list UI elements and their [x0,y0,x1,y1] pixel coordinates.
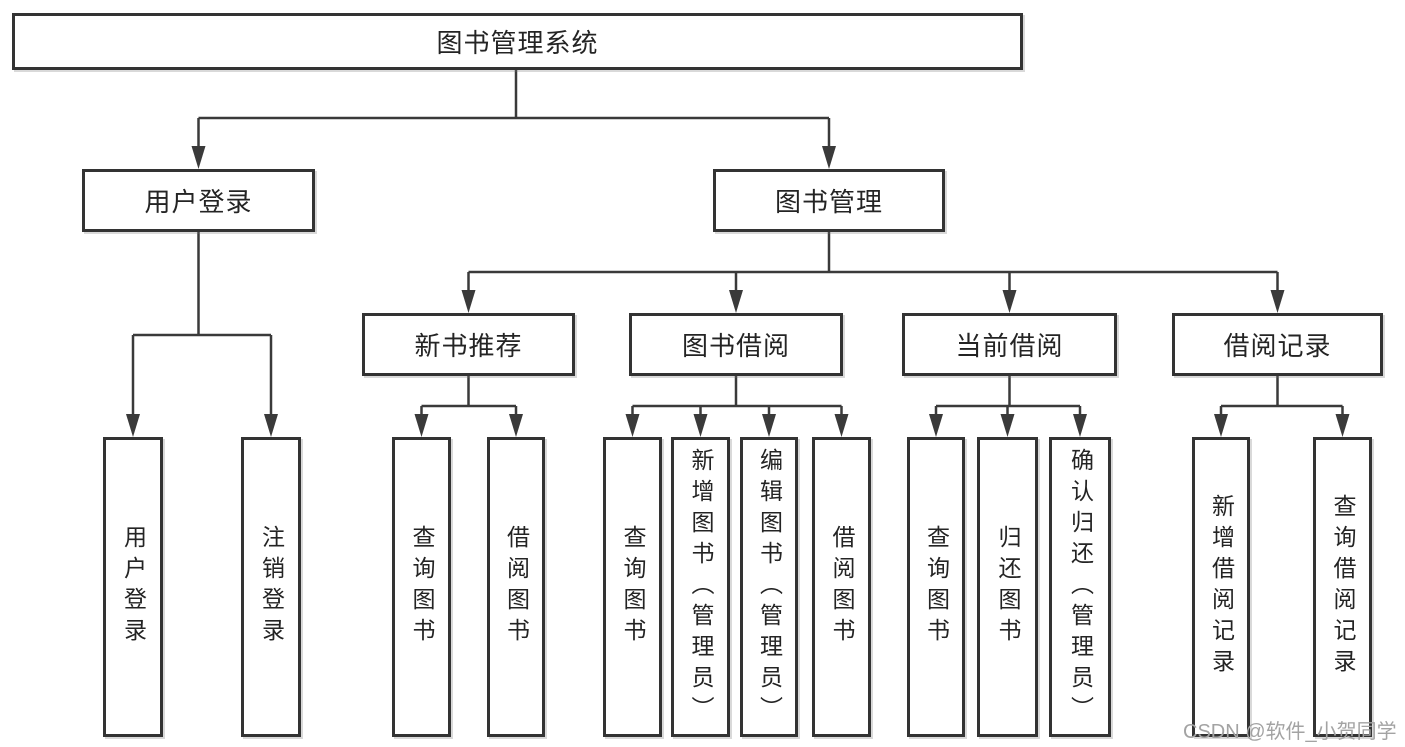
node-current-borrowing: 当前借阅 [902,313,1117,376]
node-new-book-recommendation: 新书推荐 [362,313,575,376]
leaf-label: 查询借阅记录 [1330,494,1356,680]
leaf-label: 借阅图书 [503,525,530,649]
arrowhead [834,414,849,437]
leaf-label: 查询图书 [923,525,950,649]
watermark-csdn: CSDN @软件_小贺同学 [1183,721,1397,743]
connector-user-login [131,232,273,420]
leaf-label: 归还图书 [995,525,1021,649]
arrowhead [929,414,943,437]
leaf-label: 编辑图书（管理员） [756,447,783,727]
arrowhead [729,290,743,313]
leaf-label: 查询图书 [620,525,646,649]
arrowhead [191,146,206,169]
arrowhead [264,414,278,437]
connector-borrowing-records [1219,376,1344,420]
arrowhead [1000,414,1015,437]
leaf-borrow-books-1: 借阅图书 [487,437,545,737]
leaf-query-borrow-record: 查询借阅记录 [1313,437,1372,737]
arrowhead [625,414,640,437]
arrowhead [509,414,523,437]
node-borrowing-records: 借阅记录 [1172,313,1383,376]
leaf-query-books-3: 查询图书 [907,437,965,737]
arrowhead [461,290,476,313]
arrowhead [1214,414,1228,437]
leaf-label: 新增图书（管理员） [688,447,714,727]
leaf-label: 用户登录 [120,525,147,649]
leaf-label: 查询图书 [409,525,435,649]
node-book-management: 图书管理 [713,169,945,232]
leaf-user-login: 用户登录 [103,437,163,737]
arrowhead [414,414,429,437]
leaf-edit-book-admin: 编辑图书（管理员） [740,437,798,737]
connector-current-borrowing [934,376,1082,420]
leaf-query-books-2: 查询图书 [603,437,662,737]
connector-book-borrowing [631,376,843,420]
leaf-borrow-books-2: 借阅图书 [812,437,871,737]
node-book-borrowing: 图书借阅 [629,313,843,376]
leaf-label: 注销登录 [258,525,285,649]
arrowhead [126,414,140,437]
arrowhead [1270,290,1285,313]
node-library-management-system: 图书管理系统 [12,13,1023,70]
leaf-confirm-return-admin: 确认归还（管理员） [1049,437,1111,737]
connector-new-book-recommendation [420,376,518,420]
arrowhead [1073,414,1087,437]
arrowhead [762,414,776,437]
connector-book-management [467,232,1279,295]
connector-root [197,70,831,152]
leaf-logout: 注销登录 [241,437,301,737]
leaf-label: 借阅图书 [829,525,855,649]
arrowhead [693,414,708,437]
node-user-login: 用户登录 [82,169,315,232]
leaf-query-books-1: 查询图书 [392,437,451,737]
leaf-label: 新增借阅记录 [1208,494,1235,680]
leaf-return-books: 归还图书 [977,437,1038,737]
arrowhead [822,146,836,169]
leaf-add-book-admin: 新增图书（管理员） [671,437,730,737]
arrowhead [1335,414,1350,437]
leaf-label: 确认归还（管理员） [1067,447,1094,727]
leaf-add-borrow-record: 新增借阅记录 [1192,437,1250,737]
arrowhead [1002,290,1017,313]
